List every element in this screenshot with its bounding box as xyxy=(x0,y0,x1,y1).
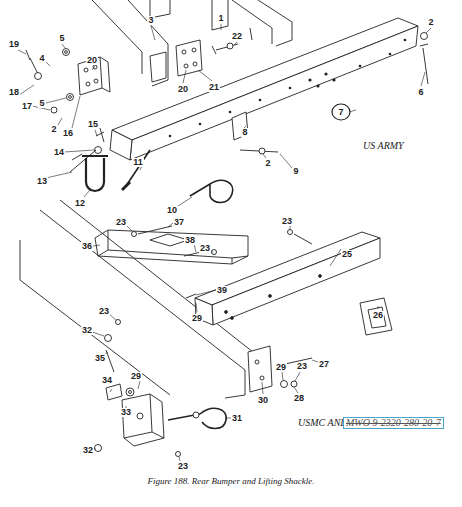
frame-member xyxy=(212,0,228,30)
callout-number: 26 xyxy=(372,311,384,320)
callout-number: 7 xyxy=(337,108,344,117)
callout-number: 15 xyxy=(87,120,99,129)
note-text: US ARMY xyxy=(362,141,405,151)
callout-number: 36 xyxy=(81,242,93,251)
mounting-plate xyxy=(176,40,202,76)
towing-ring xyxy=(190,180,233,202)
callout-circle xyxy=(332,104,350,120)
rear-bumper xyxy=(130,26,418,160)
callout-number: 23 xyxy=(199,244,211,253)
callout-number: 5 xyxy=(58,34,65,43)
mounting-plate xyxy=(100,57,110,92)
bolt xyxy=(420,44,428,84)
callout-number: 28 xyxy=(293,394,305,403)
bracket xyxy=(360,298,392,335)
callout-number: 6 xyxy=(417,88,424,97)
frame-rail xyxy=(92,0,168,86)
callout-number: 9 xyxy=(292,167,299,176)
callout-number: 5 xyxy=(38,99,45,108)
shackle-bracket xyxy=(122,394,164,446)
callout-number: 23 xyxy=(115,218,127,227)
callout-number: 2 xyxy=(427,18,434,27)
bolt xyxy=(126,150,150,186)
callout-number: 2 xyxy=(264,159,271,168)
callout-number: 23 xyxy=(296,362,308,371)
rear-bumper xyxy=(112,18,418,140)
bolt xyxy=(212,28,252,54)
bolt xyxy=(138,226,312,298)
callout-number: 23 xyxy=(281,217,293,226)
crossmember xyxy=(95,230,248,264)
callout-number: 29 xyxy=(275,363,287,372)
callout-number: 29 xyxy=(130,372,142,381)
callout-number: 29 xyxy=(191,314,203,323)
callout-number: 32 xyxy=(81,326,93,335)
callout-number: 18 xyxy=(8,88,20,97)
callout-number: 19 xyxy=(8,40,20,49)
callout-number: 39 xyxy=(216,286,228,295)
callout-number: 30 xyxy=(257,396,269,405)
callout-number: 21 xyxy=(208,83,220,92)
callout-number: 23 xyxy=(98,307,110,316)
callout-number: 12 xyxy=(74,199,86,208)
lifting-shackle xyxy=(200,408,226,428)
callout-number: 13 xyxy=(36,177,48,186)
callout-number: 11 xyxy=(132,158,144,167)
callout-number: 8 xyxy=(241,128,248,137)
callout-number: 27 xyxy=(318,360,330,369)
callout-number: 3 xyxy=(147,16,154,25)
callout-number: 37 xyxy=(173,218,185,227)
leader-lines xyxy=(18,24,431,461)
callout-number: 25 xyxy=(341,250,353,259)
callout-number: 32 xyxy=(82,446,94,455)
callout-number: 33 xyxy=(120,408,132,417)
callout-number: 34 xyxy=(101,376,113,385)
note-text: MWO 9-2320-280-20-7 xyxy=(343,417,444,429)
callout-number: 20 xyxy=(86,56,98,65)
callout-number: 16 xyxy=(62,129,74,138)
note-text: USMC AND xyxy=(297,418,349,428)
callout-number: 2 xyxy=(50,125,57,134)
bracket xyxy=(248,346,272,392)
callout-number: 10 xyxy=(166,206,178,215)
figure-caption: Figure 188. Rear Bumper and Lifting Shac… xyxy=(147,476,314,486)
callout-number: 17 xyxy=(21,102,33,111)
callout-number: 35 xyxy=(94,354,106,363)
lifting-shackle xyxy=(86,158,104,191)
callout-number: 22 xyxy=(231,32,243,41)
washer-plate xyxy=(106,384,122,400)
callout-number: 14 xyxy=(53,148,65,157)
callout-number: 20 xyxy=(177,85,189,94)
cotter-pin xyxy=(70,150,96,172)
callout-number: 4 xyxy=(38,54,45,63)
callout-number: 31 xyxy=(231,414,243,423)
callout-number: 1 xyxy=(217,14,224,23)
callout-number: 38 xyxy=(184,236,196,245)
callout-number: 23 xyxy=(177,462,189,471)
